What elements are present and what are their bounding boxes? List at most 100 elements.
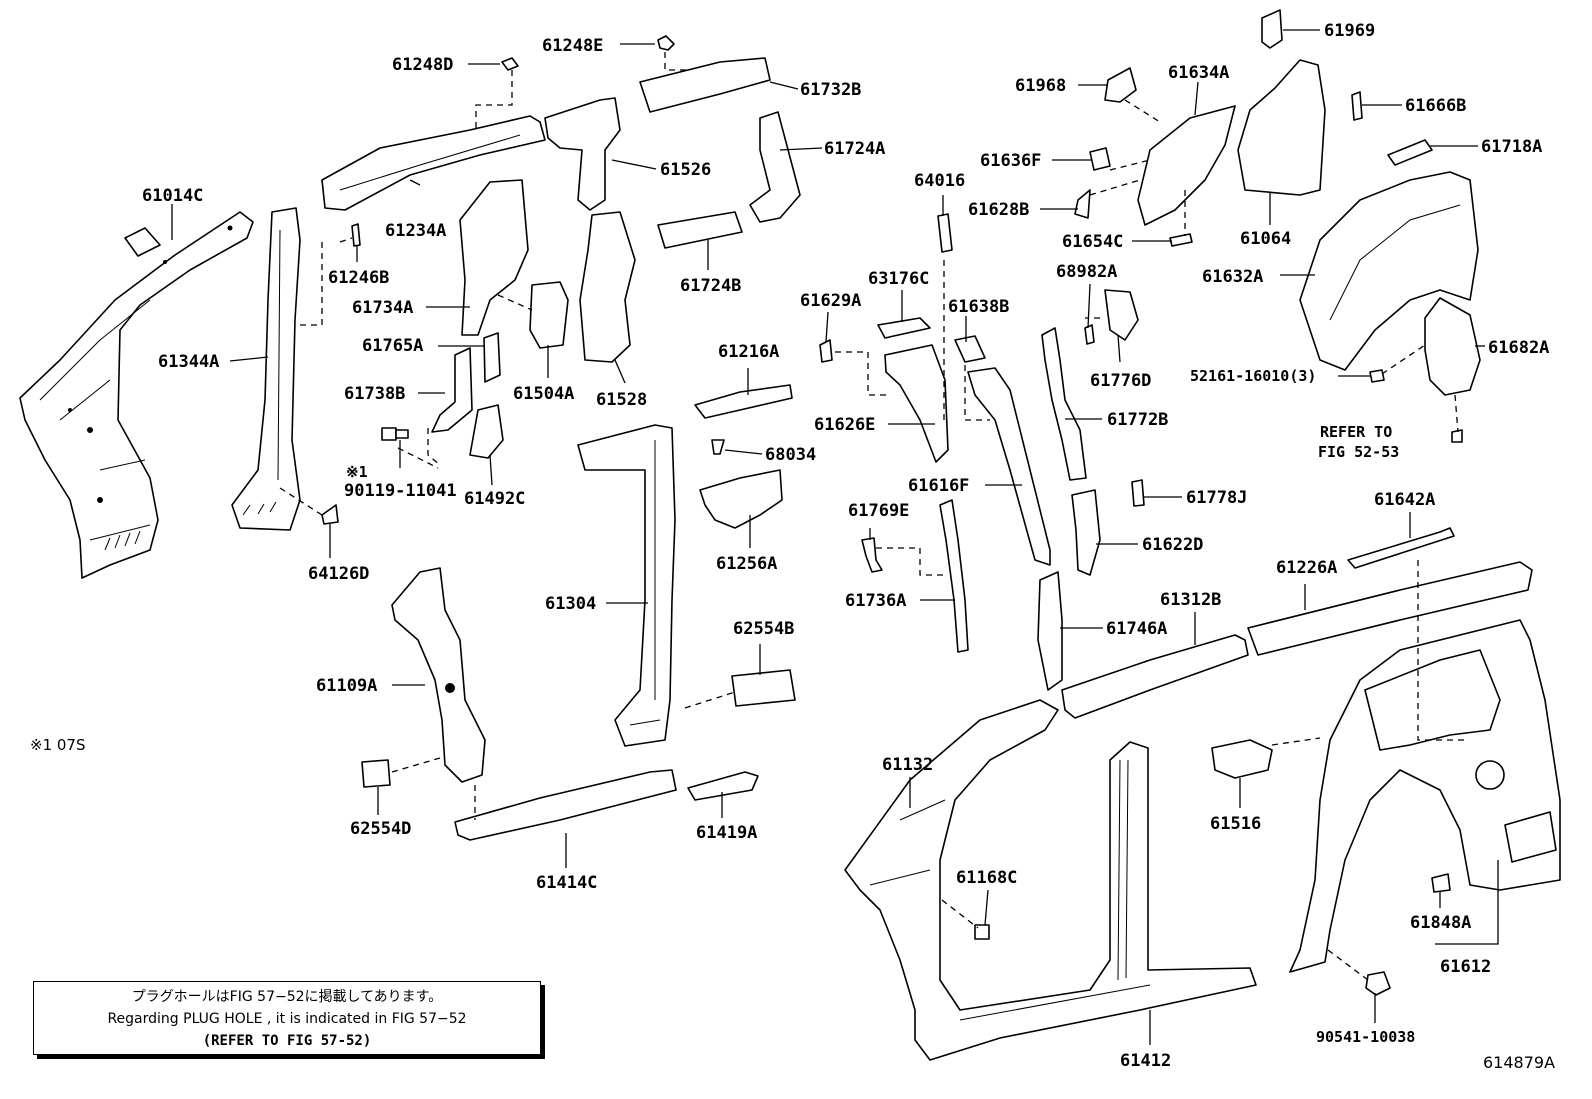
label-61304: 61304	[545, 594, 596, 614]
label-61734A: 61734A	[352, 298, 413, 318]
plug-hole-note-box: プラグホールはFIG 57−52に掲載してあります。 Regarding PLU…	[33, 981, 541, 1055]
label-61248D: 61248D	[392, 55, 453, 75]
label-61736A: 61736A	[845, 591, 906, 611]
label-61226A: 61226A	[1276, 558, 1337, 578]
part-61234A-shape	[321, 115, 546, 211]
leader-lines	[171, 29, 1499, 1045]
label-61064: 61064	[1240, 229, 1291, 249]
part-90119-11041-shape	[381, 427, 409, 441]
label-61216A: 61216A	[718, 342, 779, 362]
label-61256A: 61256A	[716, 554, 777, 574]
part-61516-shape	[1211, 739, 1273, 779]
asterisk-mark: ※1	[346, 463, 368, 481]
label-61412: 61412	[1120, 1051, 1171, 1071]
refer-to-line2: FIG 52-53	[1318, 443, 1399, 461]
label-61109A: 61109A	[316, 676, 377, 696]
part-61412-shape	[844, 699, 1257, 1061]
label-61682A: 61682A	[1488, 338, 1549, 358]
label-61724A: 61724A	[824, 139, 885, 159]
label-62554D: 62554D	[350, 819, 411, 839]
label-62554B: 62554B	[733, 619, 794, 639]
part-61344A-shape	[231, 207, 301, 531]
footnote-text: ※1 07S	[30, 736, 86, 754]
part-62554D-shape	[361, 759, 391, 788]
label-61344A: 61344A	[158, 352, 219, 372]
part-61526-shape	[544, 97, 621, 211]
part-63176C-shape	[877, 317, 931, 339]
label-68982A: 68982A	[1056, 262, 1117, 282]
label-61638B: 61638B	[948, 297, 1009, 317]
part-61968-shape	[1104, 67, 1137, 103]
label-52161-16010: 52161-16010(3)	[1190, 367, 1316, 385]
part-61718A-shape	[1387, 139, 1433, 166]
part-61304-shape	[577, 424, 676, 747]
label-61414C: 61414C	[536, 873, 597, 893]
part-61014C-shape	[19, 211, 254, 579]
part-61622D-shape	[1071, 489, 1101, 576]
label-61765A: 61765A	[362, 336, 423, 356]
part-61746A-shape	[1037, 571, 1063, 691]
part-62554B-shape	[731, 669, 796, 707]
label-63176C: 63176C	[868, 269, 929, 289]
label-61746A: 61746A	[1106, 619, 1167, 639]
part-61772B-shape	[1041, 327, 1087, 481]
part-61732B-shape	[639, 57, 771, 113]
part-61419A-shape	[687, 771, 759, 801]
label-61732B: 61732B	[800, 80, 861, 100]
label-90541-10038: 90541-10038	[1316, 1028, 1415, 1046]
part-61629A-shape	[819, 339, 833, 363]
label-61526: 61526	[660, 160, 711, 180]
figure-number: 614879A	[1483, 1053, 1556, 1072]
label-61642A: 61642A	[1374, 490, 1435, 510]
part-61109A-shape	[391, 567, 486, 783]
part-61528-shape	[579, 211, 636, 363]
part-61636F-shape	[1089, 147, 1111, 171]
label-61724B: 61724B	[680, 276, 741, 296]
part-61168C-shape	[974, 924, 990, 940]
part-61216A-shape	[694, 384, 793, 419]
part-labels: 61248D 61248E 61732B 61724A 61526 61234A…	[142, 21, 1549, 1071]
label-61612: 61612	[1440, 957, 1491, 977]
label-61516: 61516	[1210, 814, 1261, 834]
part-61666B-shape	[1351, 91, 1363, 121]
part-61776D-shape	[1104, 289, 1139, 341]
part-61626E-shape	[884, 344, 949, 463]
part-61724B-shape	[657, 211, 743, 249]
note-line-english: Regarding PLUG HOLE , it is indicated in…	[107, 1011, 467, 1027]
label-61528: 61528	[596, 390, 647, 410]
label-61504A: 61504A	[513, 384, 574, 404]
part-61226A-shape	[1247, 561, 1533, 656]
label-61629A: 61629A	[800, 291, 861, 311]
part-61765A-shape	[483, 332, 501, 383]
part-61682A-shape	[1424, 297, 1481, 396]
part-61769E-shape	[861, 537, 883, 573]
label-61234A: 61234A	[385, 221, 446, 241]
label-61778J: 61778J	[1186, 488, 1247, 508]
part-61969-shape	[1261, 9, 1283, 49]
part-61612-shape	[1289, 619, 1561, 973]
part-61256A-shape	[699, 469, 783, 529]
part-61724A-shape	[749, 111, 801, 223]
label-61969: 61969	[1324, 21, 1375, 41]
part-68034-shape	[711, 439, 725, 455]
label-90119-11041: 90119-11041	[344, 481, 457, 501]
part-90541-10038-shape	[1365, 971, 1391, 996]
part-64016-shape	[937, 213, 953, 253]
part-61064-shape	[1237, 59, 1326, 196]
label-61636F: 61636F	[980, 151, 1041, 171]
label-61772B: 61772B	[1107, 410, 1168, 430]
part-61634A-shape	[1137, 105, 1236, 226]
part-61778J-shape	[1131, 479, 1145, 507]
label-61312B: 61312B	[1160, 590, 1221, 610]
part-61628B-shape	[1074, 189, 1091, 219]
part-61414C-shape	[454, 769, 677, 841]
label-61419A: 61419A	[696, 823, 757, 843]
part-61248D-shape	[501, 57, 519, 71]
label-61246B: 61246B	[328, 268, 389, 288]
label-64016: 64016	[914, 171, 965, 191]
label-61168C: 61168C	[956, 868, 1017, 888]
label-61769E: 61769E	[848, 501, 909, 521]
label-61632A: 61632A	[1202, 267, 1263, 287]
part-61738B-shape	[431, 347, 473, 433]
